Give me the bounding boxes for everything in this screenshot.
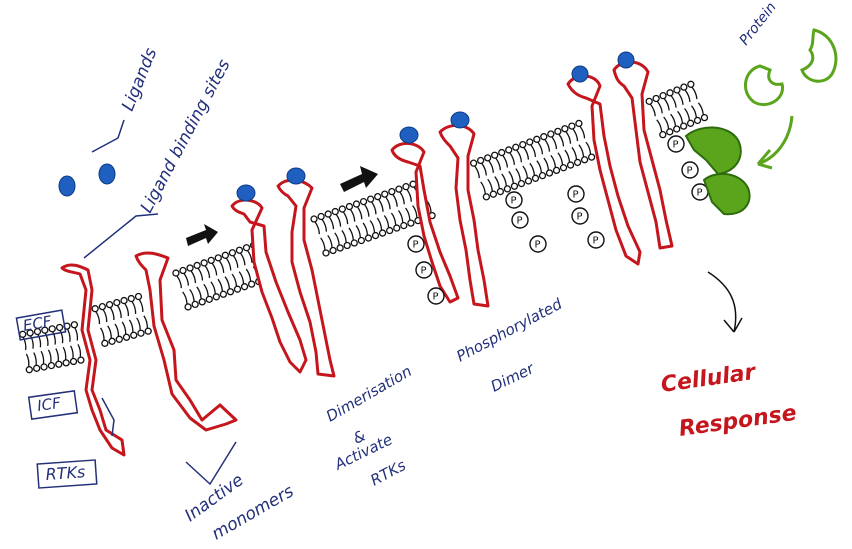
ligand-bound-2 — [287, 168, 305, 184]
ligand-bound-3 — [400, 127, 418, 143]
phosphate-group: P — [682, 162, 698, 178]
phosphate-group: P — [530, 236, 546, 252]
free-proteins — [745, 30, 836, 168]
phosphate-label: P — [577, 212, 583, 223]
phosphate-label: P — [535, 240, 541, 251]
label-dimerisation: Dimerisation — [323, 362, 415, 425]
phosphate-label: P — [673, 140, 679, 151]
label-rtks-2: RTKs — [367, 456, 408, 489]
label-rtks-box: RTKs — [37, 460, 97, 488]
phosphate-label: P — [573, 190, 579, 201]
label-rtks: RTKs — [45, 462, 86, 484]
free-protein-1 — [745, 66, 782, 105]
free-protein-2 — [802, 30, 836, 81]
ligand-free-1 — [59, 176, 75, 196]
label-cellular: Cellular — [659, 360, 758, 398]
phosphate-label: P — [421, 266, 427, 277]
phosphate-label: P — [413, 240, 419, 251]
arrow-right-2 — [340, 166, 378, 192]
membrane-segment-2 — [92, 294, 151, 347]
phosphate-group: P — [408, 236, 424, 252]
phosphate-group: P — [572, 208, 588, 224]
phosphate-group: P — [506, 192, 522, 208]
label-ligand-binding-sites: Ligand binding sites — [137, 56, 235, 216]
phosphate-group: P — [428, 288, 444, 304]
protein-arrow — [758, 116, 792, 168]
label-ligands: Ligands — [118, 45, 161, 114]
ligand-bound-6 — [618, 52, 634, 68]
phosphate-group: P — [512, 212, 528, 228]
arrow-right-1 — [186, 224, 218, 246]
label-ecf: ECF — [22, 312, 54, 335]
phosphate-group: P — [588, 232, 604, 248]
phosphate-label: P — [687, 166, 693, 177]
phosphate-label: P — [593, 236, 599, 247]
label-response: Response — [677, 401, 798, 442]
label-protein: Protein — [737, 0, 780, 48]
phosphate-group: P — [668, 136, 684, 152]
response-arrow — [708, 272, 742, 332]
ligand-bound-5 — [572, 66, 588, 82]
label-icf-box: ICF — [29, 391, 78, 419]
active-receptor-a — [568, 76, 640, 264]
phosphate-group: P — [568, 186, 584, 202]
phosphate-label: P — [697, 188, 703, 199]
label-dimer: Dimer — [488, 359, 538, 396]
phosphate-group: P — [416, 262, 432, 278]
phosphate-label: P — [517, 216, 523, 227]
ligand-bound-4 — [451, 112, 469, 128]
phosphate-label: P — [433, 292, 439, 303]
phosphate-label: P — [511, 196, 517, 207]
label-phosphorylated: Phosphorylated — [453, 295, 565, 366]
bound-protein-2 — [704, 174, 750, 214]
inactive-monomer-right — [136, 253, 236, 430]
ligand-bound-1 — [237, 185, 255, 201]
ligand-free-2 — [99, 164, 115, 184]
label-icf: ICF — [36, 394, 62, 415]
